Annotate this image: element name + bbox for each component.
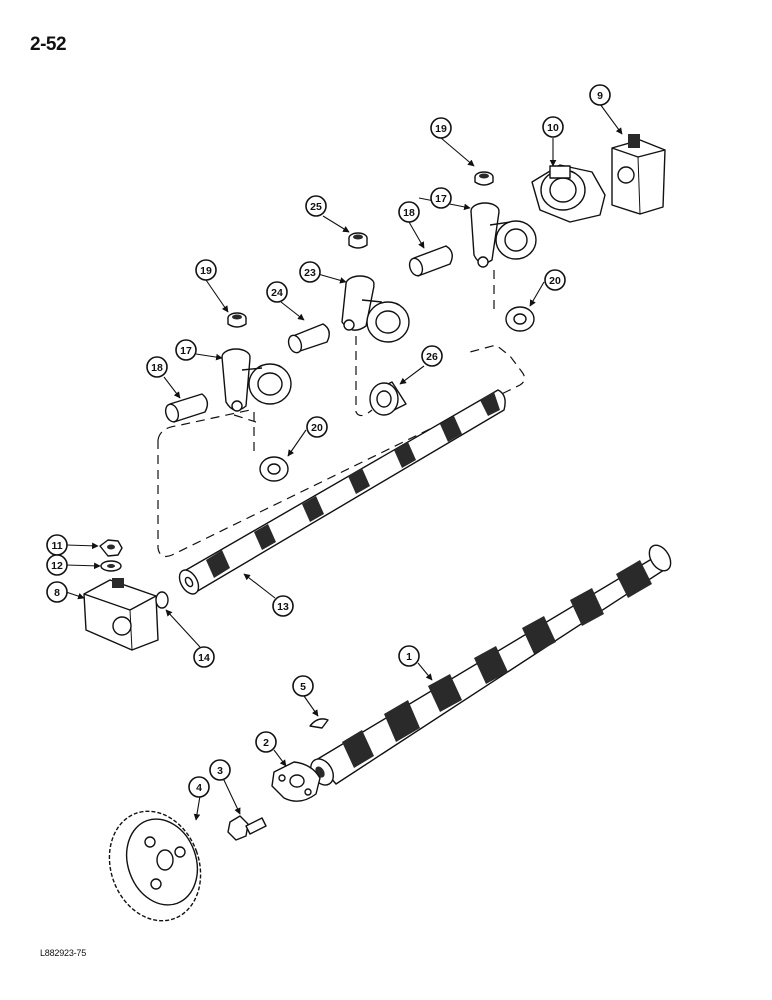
svg-text:20: 20 [311, 422, 323, 434]
svg-text:20: 20 [549, 275, 561, 287]
svg-text:19: 19 [435, 123, 447, 135]
spacer-tube-part-26 [369, 381, 407, 416]
callout-17: 17 [430, 187, 452, 209]
plug-part-14 [155, 591, 169, 609]
callout-17-b1: 17 [175, 339, 197, 361]
svg-text:25: 25 [310, 201, 322, 213]
svg-text:1: 1 [406, 651, 412, 663]
svg-text:19: 19 [200, 265, 212, 277]
callout-10: 10 [542, 116, 564, 138]
rocker-arm-part-23 [341, 275, 410, 343]
callout-19: 19 [430, 117, 452, 139]
washer-part-12 [100, 560, 122, 572]
svg-text:5: 5 [300, 681, 306, 693]
callout-18-b1: 18 [146, 356, 168, 378]
rocker-shaft-part-18-lower [164, 393, 209, 423]
callout-26: 26 [421, 345, 443, 367]
leader-lines [65, 103, 623, 821]
plug-part-19-upper [474, 171, 494, 186]
rocker-shaft-part-13 [178, 389, 506, 595]
callout-13: 13 [272, 595, 294, 617]
callout-1: 1 [398, 645, 420, 667]
svg-text:14: 14 [198, 652, 210, 664]
callout-3: 3 [209, 759, 231, 781]
svg-text:18: 18 [403, 207, 415, 219]
plug-part-19-lower [227, 312, 247, 328]
svg-text:26: 26 [426, 351, 438, 363]
svg-text:18: 18 [151, 362, 163, 374]
nut-part-11 [99, 539, 123, 557]
svg-text:4: 4 [196, 782, 202, 794]
svg-text:17: 17 [180, 345, 192, 357]
spacer-part-20-lower [259, 456, 289, 482]
thrust-plate-part-2 [271, 761, 321, 802]
callout-20-b1: 20 [306, 416, 328, 438]
callout-24: 24 [266, 281, 288, 303]
svg-text:2: 2 [263, 737, 269, 749]
callout-12: 12 [46, 554, 68, 576]
rocker-shaft-part-18-upper [408, 245, 453, 277]
svg-text:12: 12 [51, 560, 63, 572]
svg-text:17: 17 [435, 193, 447, 205]
assembly-guide-dashed [157, 344, 526, 558]
svg-text:3: 3 [217, 765, 223, 777]
woodruff-key-part-5 [309, 718, 329, 729]
camshaft-gear-part-4 [108, 810, 202, 922]
callout-11: 11 [46, 534, 68, 556]
page-number: 2-52 [30, 34, 67, 55]
support-bracket-part-8 [83, 578, 159, 651]
callout-2: 2 [255, 731, 277, 753]
callout-25: 25 [305, 195, 327, 217]
svg-text:13: 13 [277, 601, 289, 613]
callout-14: 14 [193, 646, 215, 668]
callout-4: 4 [188, 776, 210, 798]
rocker-arm-part-17-upper [470, 202, 537, 268]
camshaft-part-1 [310, 544, 672, 786]
svg-text:24: 24 [271, 287, 283, 299]
callout-5: 5 [292, 675, 314, 697]
svg-text:9: 9 [597, 90, 603, 102]
rocker-support-part-10 [531, 164, 606, 223]
callout-20: 20 [544, 269, 566, 291]
callout-18: 18 [398, 201, 420, 223]
rocker-shaft-part-24 [287, 323, 330, 354]
callout-19-b1: 19 [195, 259, 217, 281]
callout-9: 9 [589, 84, 611, 106]
svg-text:23: 23 [304, 267, 316, 279]
plug-part-25 [348, 232, 368, 249]
callout-23: 23 [299, 261, 321, 283]
bolt-part-3 [227, 815, 267, 841]
callout-8: 8 [46, 581, 68, 603]
svg-text:11: 11 [51, 540, 62, 552]
spacer-part-20-upper [505, 306, 535, 332]
support-bracket-part-9 [611, 134, 666, 215]
svg-text:8: 8 [54, 587, 60, 599]
svg-text:10: 10 [547, 122, 559, 134]
rocker-arm-part-17-lower [221, 348, 292, 412]
figure-code: L882923-75 [40, 948, 87, 958]
